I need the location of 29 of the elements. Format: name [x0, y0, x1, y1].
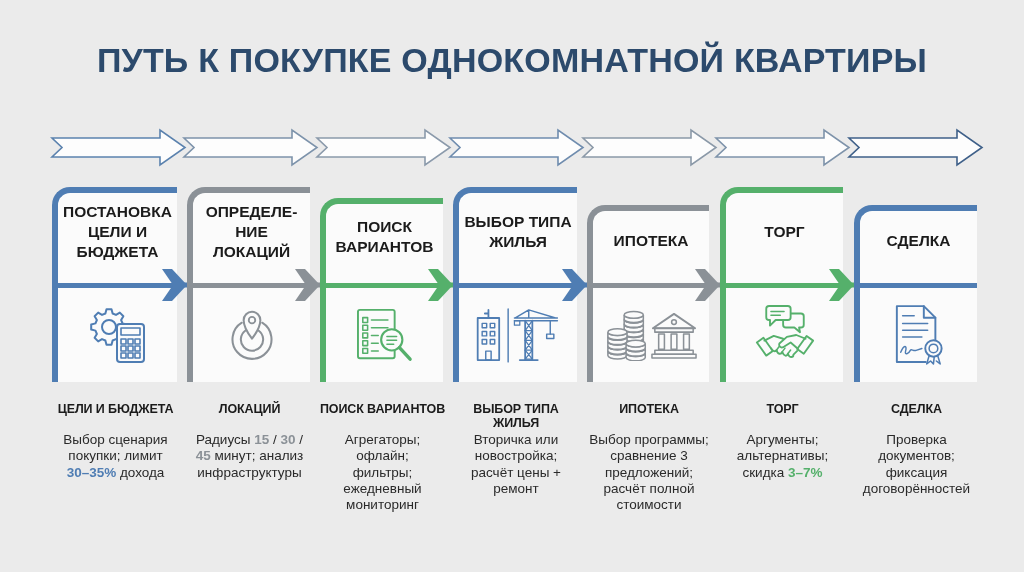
stage-card: [453, 187, 577, 382]
stage-description: Выбор программы; сравнение 3 предложений; расчёт полной стоимости: [588, 432, 710, 514]
stage-caption: ЛОКАЦИЙ: [218, 402, 281, 416]
stage-card: [720, 187, 843, 382]
stage-title: ТОРГ: [764, 221, 805, 242]
stage-card: [52, 187, 177, 382]
stage-title: ПОСТАНОВКА ЦЕЛИ И БЮДЖЕТА: [62, 201, 173, 262]
stage-description: Проверка документов; фиксация договорённостей: [861, 432, 972, 498]
page-title: ПУТЬ К ПОКУПКЕ ОДНОКОМНАТНОЙ КВАРТИРЫ: [96, 40, 928, 80]
stage-description: Аргументы; альтернативы; скидка 3–7%: [735, 432, 830, 481]
stage-caption: ТОРГ: [766, 402, 799, 416]
stage-description: Выбор сценария покупки; лимит 30–35% дохода: [62, 432, 169, 481]
stage-title: ВЫБОР ТИПА ЖИЛЬЯ: [463, 211, 573, 252]
stage-title: ОПРЕДЕЛЕ- НИЕ ЛОКАЦИЙ: [204, 201, 299, 262]
stage-title: СДЕЛКА: [886, 230, 951, 251]
stage-card: [320, 198, 443, 382]
stage-card: [854, 205, 977, 382]
stage-card: [587, 205, 709, 382]
stage-card: [187, 187, 310, 382]
stage-title: ИПОТЕКА: [613, 230, 689, 251]
stage-title: ПОИСК ВАРИАНТОВ: [334, 217, 435, 258]
stage-description: Вторичка или новостройка; расчёт цены + ремонт: [470, 432, 562, 498]
stage-caption: ЦЕЛИ И БЮДЖЕТА: [57, 402, 174, 416]
stage-caption: ПОИСК ВАРИАНТОВ: [319, 402, 446, 416]
stage-description: Агрегаторы; офлайн; фильтры; ежедневный мониторинг: [342, 432, 423, 514]
stage-caption: СДЕЛКА: [891, 402, 942, 416]
stage-caption: ВЫБОР ТИПА ЖИЛЬЯ: [472, 402, 560, 430]
stage-caption: ИПОТЕКА: [619, 402, 679, 416]
stage-description: Радиусы 15 / 30 / 45 минут; анализ инфраструктуры: [194, 432, 305, 481]
